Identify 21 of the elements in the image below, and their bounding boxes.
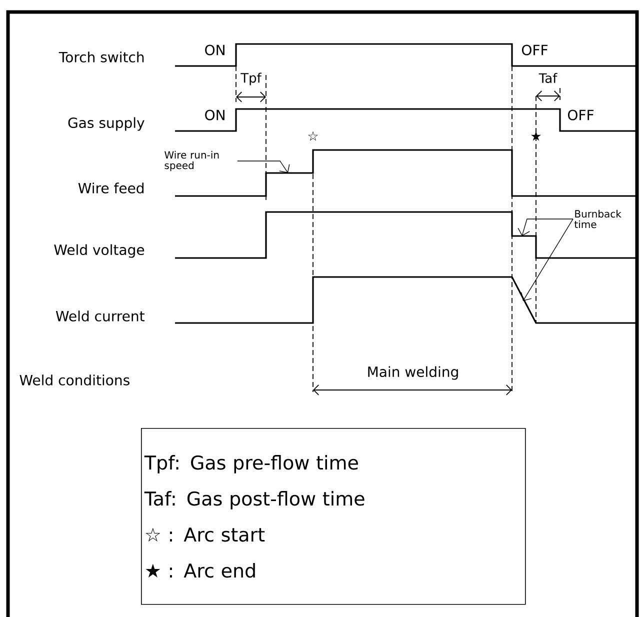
legend-box: Tpf: Gas pre-flow time Taf: Gas post-flow time ☆ : Arc start ★ : Arc end (141, 428, 526, 605)
leader-text: Burnback time (574, 210, 622, 228)
signal-label: Weld current (56, 310, 144, 322)
state-label: OFF (568, 110, 594, 120)
state-label: ON (205, 110, 224, 120)
state-label: ON (205, 44, 224, 56)
time-label: Tpf (240, 72, 262, 86)
signal-label: Weld conditions (20, 374, 130, 386)
state-label: OFF (522, 44, 548, 56)
star-mark: ☆ (308, 131, 318, 141)
signal-label: Gas supply (68, 117, 144, 131)
signal-label: Weld voltage (54, 244, 144, 258)
leader-line (237, 160, 290, 173)
leader-line (518, 218, 574, 236)
time-label: Taf (538, 72, 558, 84)
signal-label: Wire feed (78, 182, 144, 194)
leader-line (520, 218, 574, 301)
star-mark: ★ (531, 131, 541, 141)
leader-text: Wire run-in speed (164, 150, 219, 172)
dimension-label: Main welding (368, 366, 458, 380)
signal-label: Torch switch (58, 52, 144, 62)
